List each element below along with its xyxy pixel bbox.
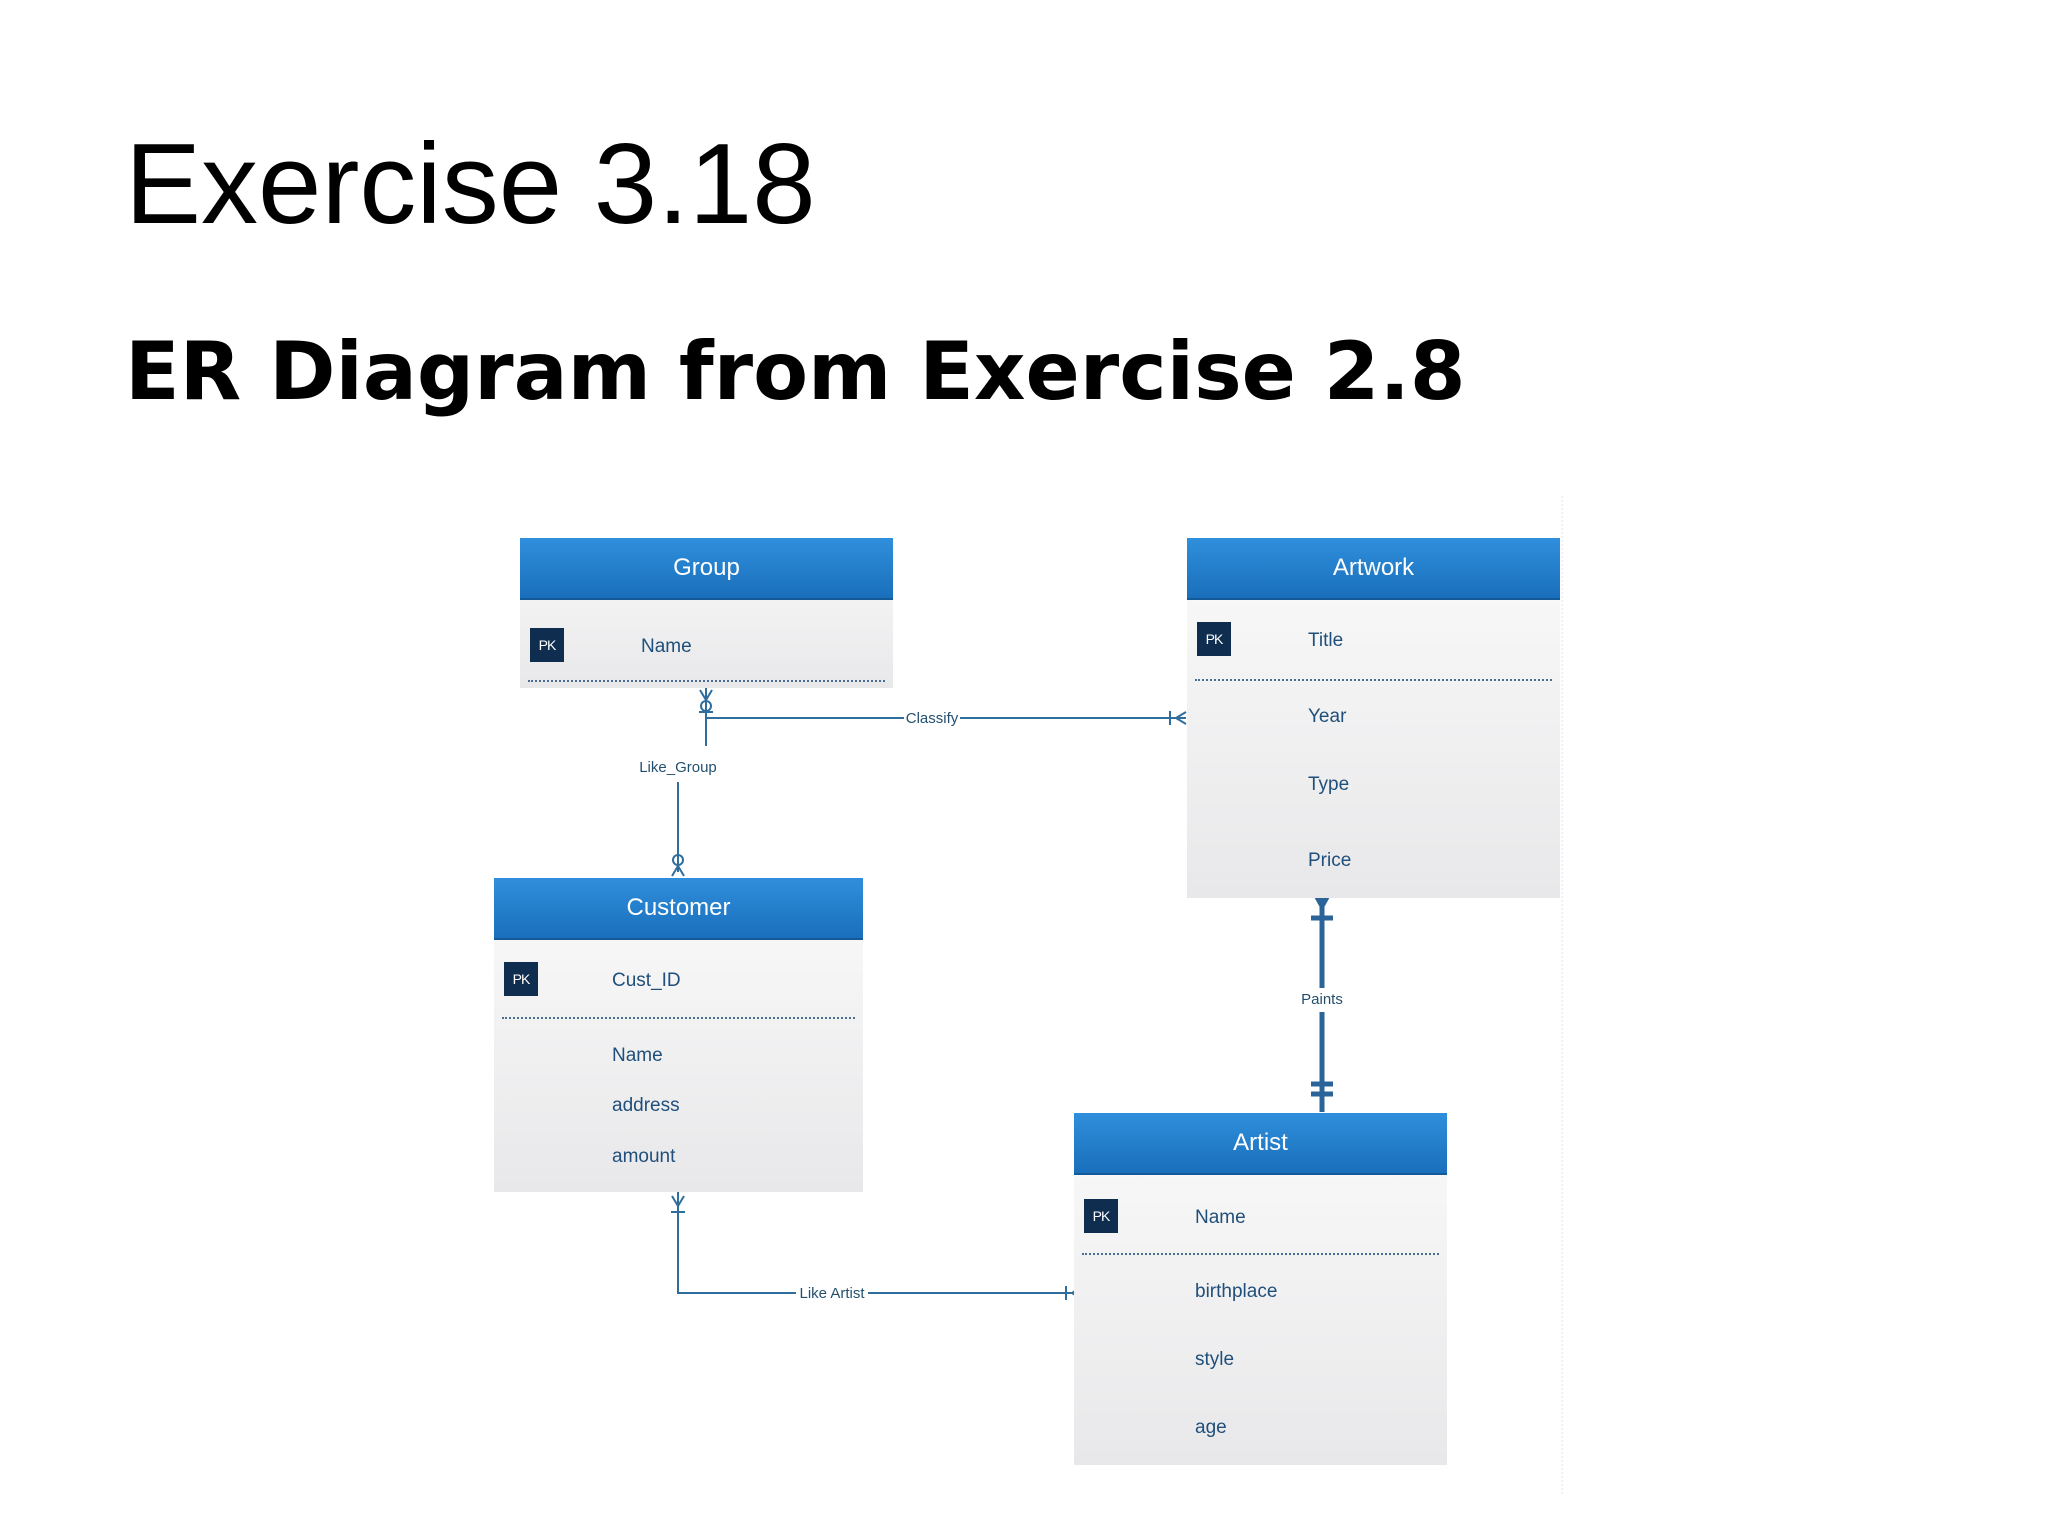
entity-artwork[interactable]: Artwork PK Title Year Type Price	[1187, 538, 1560, 898]
entity-customer[interactable]: Customer PK Cust_ID Name address amount	[494, 878, 863, 1192]
entity-customer-separator	[502, 1017, 855, 1019]
entity-artist[interactable]: Artist PK Name birthplace style age	[1074, 1113, 1447, 1465]
relationship-label-like-artist: Like Artist	[799, 1285, 865, 1302]
entity-artwork-key-title: Title	[1308, 630, 1344, 651]
entity-artist-key-name: Name	[1195, 1207, 1246, 1228]
entity-group-header: Group	[520, 538, 893, 600]
entity-group-key-name: Name	[641, 636, 692, 657]
primary-key-badge: PK	[504, 962, 538, 996]
primary-key-badge: PK	[1197, 622, 1231, 656]
entity-artwork-separator	[1195, 679, 1552, 681]
entity-customer-header: Customer	[494, 878, 863, 940]
entity-artwork-header: Artwork	[1187, 538, 1560, 600]
relationship-label-like-group: Like_Group	[639, 759, 717, 776]
entity-customer-key-cust-id: Cust_ID	[612, 970, 681, 991]
entity-customer-key-row: PK Cust_ID	[494, 962, 863, 998]
relationship-label-paints: Paints	[1301, 991, 1343, 1008]
primary-key-badge: PK	[530, 628, 564, 662]
entity-artist-separator	[1082, 1253, 1439, 1255]
page-subtitle: ER Diagram from Exercise 2.8	[125, 325, 1466, 418]
entity-group-separator	[528, 680, 885, 682]
relationship-like-group	[671, 718, 707, 877]
entity-artist-key-row: PK Name	[1074, 1199, 1447, 1235]
relationship-label-classify: Classify	[906, 710, 959, 727]
primary-key-badge: PK	[1084, 1199, 1118, 1233]
entity-group-key-row: PK Name	[520, 628, 893, 664]
entity-group[interactable]: Group PK Name	[520, 538, 893, 688]
page-title: Exercise 3.18	[125, 121, 816, 248]
entity-artist-header: Artist	[1074, 1113, 1447, 1175]
entity-artwork-key-row: PK Title	[1187, 622, 1560, 658]
relationship-like-artist	[671, 1192, 1083, 1300]
